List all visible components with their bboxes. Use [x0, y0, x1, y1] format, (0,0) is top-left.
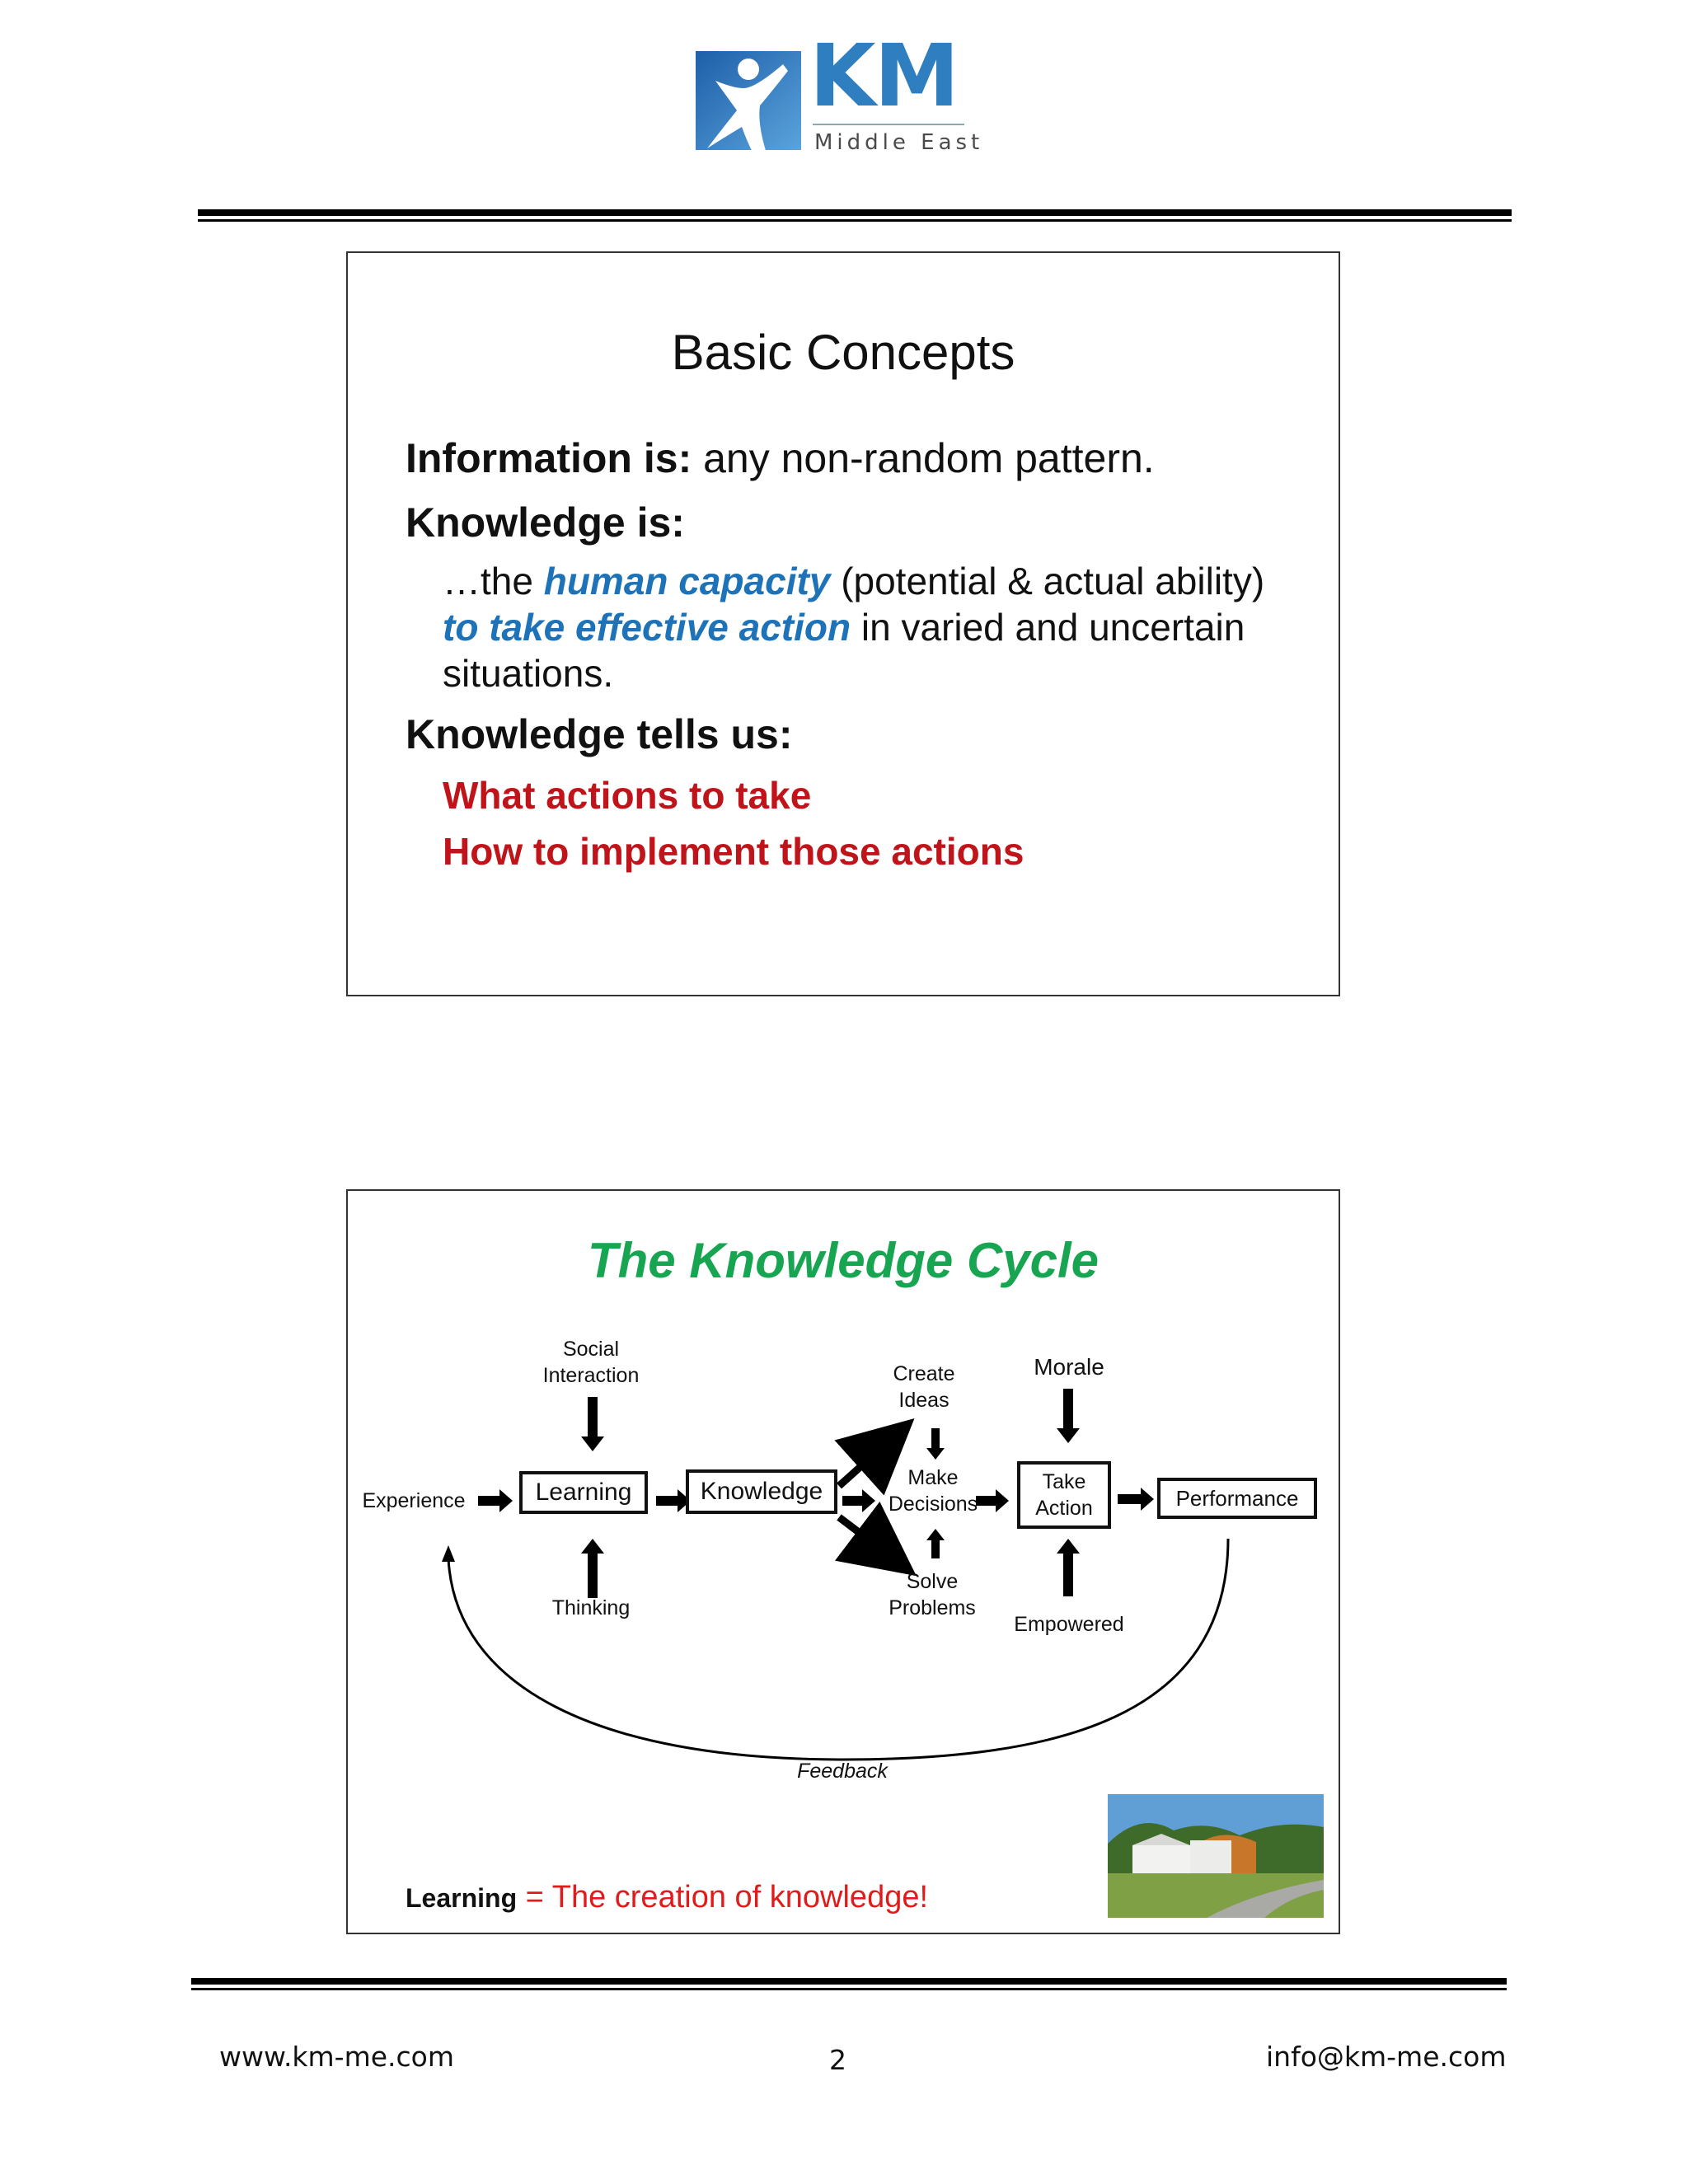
- knowledge-label: Knowledge is:: [406, 499, 685, 546]
- label-experience: Experience: [356, 1488, 471, 1514]
- create-line-1: Create: [862, 1361, 986, 1387]
- header-rule-thin: [198, 219, 1512, 222]
- arrow-morale-action: [1057, 1389, 1080, 1443]
- landscape-photo: [1108, 1794, 1324, 1918]
- knowledge-definition-line-1: …the human capacity (potential & actual …: [443, 558, 1264, 604]
- knowledge-definition-line-3: situations.: [443, 650, 613, 696]
- solve-line-2: Problems: [870, 1595, 994, 1621]
- make-line-2: Decisions: [867, 1491, 999, 1517]
- definition-emphasis-capacity: human capacity: [544, 560, 831, 602]
- slide-title: Basic Concepts: [348, 324, 1339, 381]
- learning-text: Learning: [536, 1479, 632, 1507]
- footnote-rest: = The creation of knowledge!: [517, 1880, 928, 1915]
- arrow-create-decisions: [926, 1428, 945, 1460]
- footer-email: info@km-me.com: [1266, 2041, 1506, 2073]
- label-make-decisions: Make Decisions: [867, 1465, 999, 1517]
- label-solve-problems: Solve Problems: [870, 1568, 994, 1621]
- slide-basic-concepts: Basic Concepts Information is: any non-r…: [346, 251, 1340, 996]
- arrow-action-performance: [1118, 1488, 1154, 1511]
- box-performance: Performance: [1157, 1478, 1317, 1519]
- social-line-2: Interaction: [513, 1362, 669, 1389]
- arrow-solve-decisions: [926, 1529, 945, 1558]
- slide-knowledge-cycle: The Knowledge Cycle: [346, 1189, 1340, 1934]
- tells-item-2: How to implement those actions: [443, 828, 1024, 874]
- label-empowered: Empowered: [999, 1611, 1139, 1638]
- label-morale: Morale: [1015, 1354, 1123, 1380]
- arrow-experience-learning: [478, 1489, 513, 1512]
- arrow-social-learning: [581, 1397, 604, 1451]
- footer-website: www.km-me.com: [219, 2041, 454, 2073]
- create-line-2: Ideas: [862, 1387, 986, 1413]
- learning-footnote: Learning = The creation of knowledge!: [406, 1880, 928, 1915]
- feedback-arrowhead: [442, 1545, 455, 1562]
- arrow-knowledge-solve: [839, 1517, 887, 1554]
- definition-rest: in varied and uncertain: [851, 606, 1245, 649]
- knowledge-tells-label: Knowledge tells us:: [406, 710, 793, 758]
- tells-item-1: What actions to take: [443, 772, 811, 818]
- knowledge-definition-line-2: to take effective action in varied and u…: [443, 604, 1245, 650]
- footer-rule-thick: [191, 1978, 1507, 1985]
- label-create-ideas: Create Ideas: [862, 1361, 986, 1413]
- arrow-thinking-learning: [581, 1539, 604, 1598]
- take-line-1: Take: [1043, 1469, 1086, 1495]
- footer-rule-thin: [191, 1988, 1507, 1990]
- header-rule-thick: [198, 209, 1512, 216]
- information-label: Information is:: [406, 435, 692, 481]
- definition-prefix: …the: [443, 560, 544, 602]
- arrow-empowered-action: [1057, 1539, 1080, 1596]
- information-definition: Information is: any non-random pattern.: [406, 434, 1155, 482]
- footer-page-number: 2: [829, 2044, 846, 2076]
- performance-text: Performance: [1176, 1486, 1299, 1511]
- knowledge-text: Knowledge: [701, 1478, 823, 1506]
- solve-line-1: Solve: [870, 1568, 994, 1595]
- label-thinking: Thinking: [529, 1595, 653, 1621]
- take-line-2: Action: [1035, 1495, 1092, 1521]
- feedback-curve: [448, 1539, 1228, 1760]
- label-feedback: Feedback: [776, 1758, 908, 1784]
- social-line-1: Social: [513, 1336, 669, 1362]
- box-knowledge: Knowledge: [686, 1469, 837, 1514]
- label-social-interaction: Social Interaction: [513, 1336, 669, 1389]
- make-line-1: Make: [867, 1465, 999, 1491]
- definition-mid: (potential & actual ability): [830, 560, 1264, 602]
- box-learning: Learning: [519, 1471, 648, 1514]
- definition-emphasis-action: to take effective action: [443, 606, 851, 649]
- information-text: any non-random pattern.: [692, 435, 1154, 481]
- logo-subtitle: Middle East: [814, 130, 983, 155]
- box-take-action: Take Action: [1017, 1461, 1111, 1529]
- logo-divider: [813, 124, 964, 125]
- logo-text: KM: [809, 33, 958, 119]
- footnote-bold: Learning: [406, 1883, 517, 1913]
